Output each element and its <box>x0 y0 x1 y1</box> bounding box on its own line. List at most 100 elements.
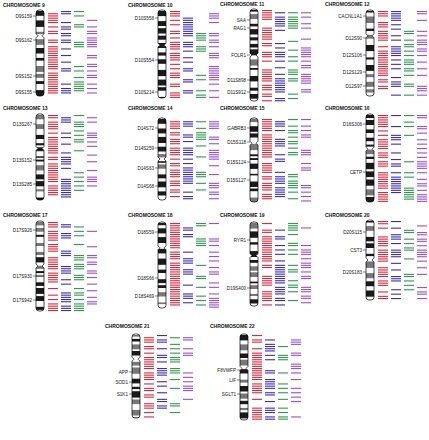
leader-line <box>363 172 366 173</box>
marker-stripe <box>301 150 311 151</box>
marker-stripe <box>48 295 58 296</box>
marker-stripe <box>275 74 285 75</box>
marker-label: D12S90 <box>345 36 362 41</box>
marker-stripe <box>170 189 180 190</box>
marker-stripe <box>252 359 262 360</box>
marker-stripe <box>404 46 414 47</box>
marker-stripe <box>183 148 193 149</box>
marker-stripe <box>262 28 272 29</box>
marker-stripe <box>170 46 180 47</box>
marker-stripe <box>404 194 414 195</box>
marker-stripe <box>170 170 180 171</box>
marker-stripe <box>275 19 285 20</box>
marker-stripe <box>209 300 219 301</box>
ideogram-outline <box>366 10 374 96</box>
marker-stripe <box>157 357 167 358</box>
marker-stripe <box>378 296 388 297</box>
marker-stripe <box>196 245 206 246</box>
marker-stripe <box>378 64 388 65</box>
marker-label: D18S59 <box>137 230 154 235</box>
marker-stripe <box>87 37 97 38</box>
marker-stripe <box>170 245 180 246</box>
marker-stripe <box>87 64 97 65</box>
marker-stripe <box>74 295 84 296</box>
leader-line <box>155 148 158 149</box>
marker-stripe <box>288 192 298 193</box>
marker-stripe <box>391 144 401 145</box>
marker-stripe <box>196 223 206 224</box>
marker-stripe <box>262 280 272 281</box>
marker-stripe <box>404 75 414 76</box>
marker-stripe <box>209 238 219 239</box>
marker-stripe <box>301 187 311 188</box>
marker-stripe <box>378 188 388 189</box>
marker-stripe <box>262 128 272 129</box>
marker-stripe <box>391 172 401 173</box>
marker-stripe <box>262 148 272 149</box>
marker-stripe <box>170 403 180 404</box>
marker-stripe <box>391 221 401 222</box>
marker-stripe <box>183 22 193 23</box>
marker-stripe <box>183 296 193 297</box>
marker-stripe <box>288 130 298 131</box>
marker-stripe <box>48 88 58 89</box>
marker-stripe <box>61 183 71 184</box>
marker-stripe <box>48 259 58 260</box>
marker-stripe <box>183 42 193 43</box>
marker-stripe <box>275 54 285 55</box>
marker-stripe <box>417 152 427 153</box>
marker-stripe <box>170 241 180 242</box>
marker-stripe <box>252 372 262 373</box>
marker-stripe <box>183 355 193 356</box>
marker-stripe <box>288 69 298 70</box>
chromosome-title: CHROMOSOME 11 <box>220 2 264 7</box>
marker-label: D11S912 <box>227 90 246 95</box>
marker-stripe <box>262 30 272 31</box>
marker-stripe <box>378 70 388 71</box>
marker-stripe <box>61 133 71 134</box>
marker-stripe <box>183 348 193 349</box>
marker-stripe <box>301 91 311 92</box>
marker-stripe <box>157 401 167 402</box>
marker-stripe <box>288 280 298 281</box>
marker-stripe <box>170 75 180 76</box>
marker-stripe <box>378 250 388 251</box>
marker-stripe <box>262 232 272 233</box>
marker-stripe <box>74 185 84 186</box>
marker-stripe <box>275 245 285 246</box>
marker-stripe <box>170 121 180 122</box>
marker-stripe <box>378 66 388 67</box>
marker-stripe <box>170 183 180 184</box>
marker-stripe <box>391 278 401 279</box>
marker-stripe <box>262 298 272 299</box>
marker-stripe <box>252 370 262 371</box>
marker-stripe <box>301 192 311 193</box>
marker-stripe <box>378 183 388 184</box>
marker-stripe <box>417 126 427 127</box>
marker-stripe <box>170 31 180 32</box>
marker-stripe <box>417 201 427 202</box>
marker-stripe <box>288 152 298 153</box>
marker-stripe <box>61 196 71 197</box>
marker-stripe <box>301 298 311 299</box>
marker-stripe <box>144 379 154 380</box>
marker-stripe <box>87 117 97 118</box>
marker-stripe <box>61 237 71 238</box>
marker-stripe <box>196 132 206 133</box>
marker-stripe <box>183 79 193 80</box>
marker-stripe <box>170 236 180 237</box>
marker-stripe <box>61 159 71 160</box>
marker-stripe <box>61 26 71 27</box>
marker-label: D9S155 <box>15 90 32 95</box>
marker-stripe <box>144 403 154 404</box>
marker-stripe <box>209 40 219 41</box>
ideogram-bands <box>366 220 374 300</box>
marker-stripe <box>378 55 388 56</box>
marker-stripe <box>391 11 401 12</box>
marker-stripe <box>391 190 401 191</box>
chromosome-title: CHROMOSOME 18 <box>128 213 172 218</box>
marker-stripe <box>288 74 298 75</box>
marker-stripe <box>48 281 58 282</box>
marker-stripe <box>275 260 285 261</box>
marker-stripe <box>170 150 180 151</box>
